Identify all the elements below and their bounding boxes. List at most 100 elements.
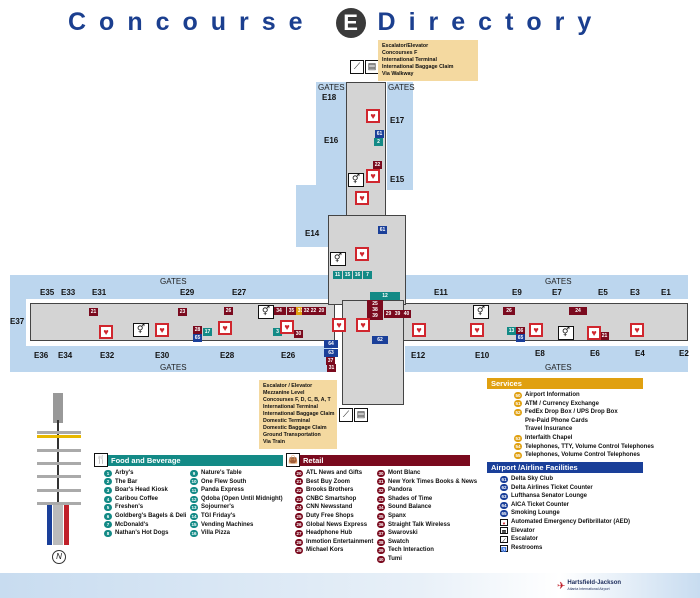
food-marker[interactable]: 12 xyxy=(370,292,400,300)
food-marker[interactable]: 11 xyxy=(333,271,342,279)
gates-label: GATES xyxy=(160,277,187,286)
facility-marker[interactable]: 65 xyxy=(193,334,202,342)
facilities-legend-item: ▤Elevator xyxy=(500,527,630,536)
facility-marker[interactable]: 65 xyxy=(516,334,525,342)
retail-marker[interactable]: 26 xyxy=(503,307,515,315)
food-number-badge: 14 xyxy=(190,512,198,520)
facility-marker[interactable]: 64 xyxy=(324,340,338,348)
services-number-badge: 55 xyxy=(514,451,522,459)
retail-marker[interactable]: 34 xyxy=(272,307,286,315)
retail-marker[interactable]: 37 xyxy=(326,357,335,365)
retail-marker[interactable]: 26 xyxy=(224,307,233,315)
gate-e33[interactable]: E33 xyxy=(61,288,76,297)
retail-number-badge: 21 xyxy=(295,478,303,486)
retail-marker[interactable]: 35 xyxy=(287,307,296,315)
food-legend-label: Nathan's Hot Dogs xyxy=(115,530,169,537)
gate-e10[interactable]: E10 xyxy=(475,351,490,360)
gate-e9[interactable]: E9 xyxy=(512,288,522,297)
food-number-badge: 16 xyxy=(190,529,198,537)
retail-marker[interactable]: 36 xyxy=(516,327,525,335)
services-number-badge: 50 xyxy=(514,391,522,399)
retail-marker[interactable]: 22 xyxy=(373,161,382,169)
gates-label: GATES xyxy=(545,363,572,372)
retail-marker[interactable]: 28 xyxy=(193,326,202,334)
retail-marker[interactable]: 21 xyxy=(89,308,98,316)
retail-marker[interactable]: 21 xyxy=(600,332,609,340)
food-legend-label: Goldberg's Bagels & Deli xyxy=(115,512,187,519)
gate-e7[interactable]: E7 xyxy=(552,288,562,297)
retail-marker[interactable]: 29 xyxy=(384,310,393,318)
gate-e8[interactable]: E8 xyxy=(535,349,545,358)
retail-marker[interactable]: 24 xyxy=(569,307,587,315)
facility-marker[interactable]: 63 xyxy=(324,349,338,357)
retail-marker[interactable]: 40 xyxy=(402,310,411,318)
gate-e26[interactable]: E26 xyxy=(281,351,296,360)
retail-number-badge: 23 xyxy=(295,495,303,503)
retail-marker[interactable]: 25 xyxy=(367,300,383,308)
food-number-badge: 8 xyxy=(104,529,112,537)
retail-marker[interactable]: 38 xyxy=(367,306,383,314)
food-marker[interactable]: 3 xyxy=(273,328,282,336)
retail-marker[interactable]: 39 xyxy=(393,310,402,318)
retail-number-badge: 27 xyxy=(295,529,303,537)
retail-marker[interactable]: 39 xyxy=(367,312,383,320)
food-marker[interactable]: 15 xyxy=(343,271,352,279)
gate-e12[interactable]: E12 xyxy=(411,351,426,360)
retail-marker[interactable]: 31 xyxy=(327,364,336,372)
retail-marker[interactable]: 20 xyxy=(317,307,326,315)
facilities-number-badge: 64 xyxy=(500,501,508,509)
food-marker[interactable]: 7 xyxy=(363,271,372,279)
food-marker[interactable]: 16 xyxy=(353,271,362,279)
restroom-icon: ⚥ xyxy=(133,323,149,337)
gate-e35[interactable]: E35 xyxy=(40,288,55,297)
food-marker[interactable]: 2 xyxy=(374,138,383,146)
gate-e16[interactable]: E16 xyxy=(324,136,339,145)
retail-marker[interactable]: 23 xyxy=(178,308,187,316)
facility-marker[interactable]: 61 xyxy=(378,226,387,234)
gate-e1[interactable]: E1 xyxy=(661,288,671,297)
gate-e3[interactable]: E3 xyxy=(630,288,640,297)
gate-e15[interactable]: E15 xyxy=(390,175,405,184)
gate-e37[interactable]: E37 xyxy=(10,317,25,326)
gate-e18[interactable]: E18 xyxy=(322,93,337,102)
facility-marker[interactable]: 62 xyxy=(372,336,388,344)
gate-e6[interactable]: E6 xyxy=(590,349,600,358)
retail-marker[interactable]: 32 xyxy=(302,307,311,315)
services-number-badge xyxy=(514,418,522,425)
service-marker[interactable]: 31 xyxy=(296,307,305,315)
food-marker[interactable]: 13 xyxy=(507,327,516,335)
retail-marker[interactable]: 30 xyxy=(294,330,303,338)
retail-number-badge: 29 xyxy=(295,547,303,555)
gate-e27[interactable]: E27 xyxy=(232,288,247,297)
gate-e11[interactable]: E11 xyxy=(434,288,448,297)
facilities-number-badge: ⟋ xyxy=(500,535,508,543)
food-marker[interactable]: 17 xyxy=(203,328,212,336)
gate-e2[interactable]: E2 xyxy=(679,349,689,358)
gate-e4[interactable]: E4 xyxy=(635,349,645,358)
retail-number-badge: 25 xyxy=(295,512,303,520)
aed-icon: ♥ xyxy=(218,321,232,335)
gate-e14[interactable]: E14 xyxy=(305,229,320,238)
gate-e36[interactable]: E36 xyxy=(34,351,49,360)
gate-e34[interactable]: E34 xyxy=(58,351,73,360)
gate-e29[interactable]: E29 xyxy=(180,288,195,297)
retail-number-badge: 26 xyxy=(295,521,303,529)
food-legend-label: Nature's Table xyxy=(201,470,242,476)
retail-marker[interactable]: 22 xyxy=(309,307,318,315)
diagram-intl xyxy=(47,505,52,545)
gate-e30[interactable]: E30 xyxy=(155,351,170,360)
gate-e5[interactable]: E5 xyxy=(598,288,608,297)
gate-e31[interactable]: E31 xyxy=(92,288,107,297)
gate-e32[interactable]: E32 xyxy=(100,351,115,360)
gate-e17[interactable]: E17 xyxy=(390,116,405,125)
gate-e28[interactable]: E28 xyxy=(220,351,235,360)
facility-marker[interactable]: 61 xyxy=(375,130,384,138)
